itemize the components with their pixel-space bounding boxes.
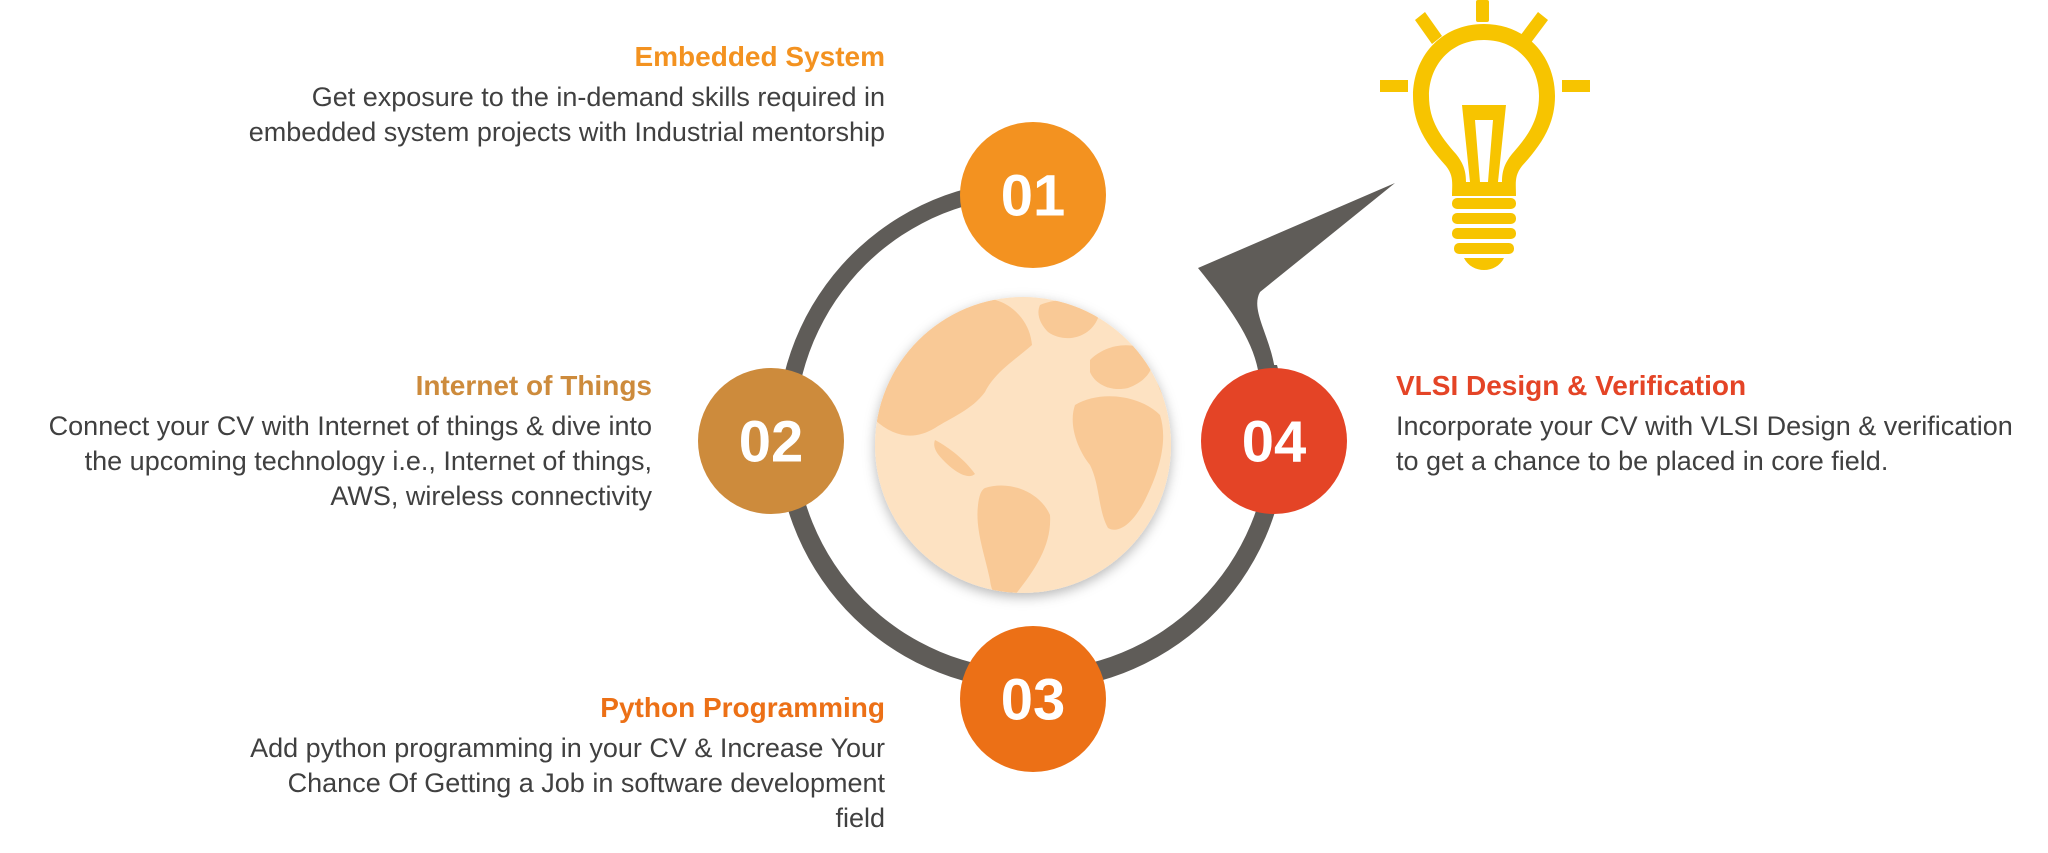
step-03-circle: 03 — [960, 626, 1106, 772]
step-01-circle: 01 — [960, 122, 1106, 268]
item-title: Internet of Things — [415, 370, 652, 401]
item-description: Incorporate your CV with VLSI Design & v… — [1396, 411, 2013, 476]
item-title: Embedded System — [634, 41, 885, 72]
step-04-number: 04 — [1242, 410, 1307, 475]
ring-pointer — [1198, 183, 1395, 370]
step-03-number: 03 — [1001, 668, 1066, 733]
item-embedded-system: Embedded System Get exposure to the in-d… — [240, 40, 885, 150]
globe-icon — [875, 297, 1171, 593]
item-description: Connect your CV with Internet of things … — [48, 411, 652, 511]
lightbulb-icon — [1380, 0, 1590, 270]
step-01-number: 01 — [1001, 164, 1066, 229]
item-vlsi-design: VLSI Design & Verification Incorporate y… — [1396, 369, 2036, 479]
item-description: Add python programming in your CV & Incr… — [250, 733, 885, 833]
item-title: Python Programming — [600, 692, 885, 723]
item-title: VLSI Design & Verification — [1396, 370, 1747, 401]
item-python-programming: Python Programming Add python programmin… — [240, 691, 885, 836]
step-02-number: 02 — [739, 410, 804, 475]
step-02-circle: 02 — [698, 368, 844, 514]
item-description: Get exposure to the in-demand skills req… — [248, 82, 885, 147]
step-04-circle: 04 — [1201, 368, 1347, 514]
item-internet-of-things: Internet of Things Connect your CV with … — [40, 369, 652, 514]
